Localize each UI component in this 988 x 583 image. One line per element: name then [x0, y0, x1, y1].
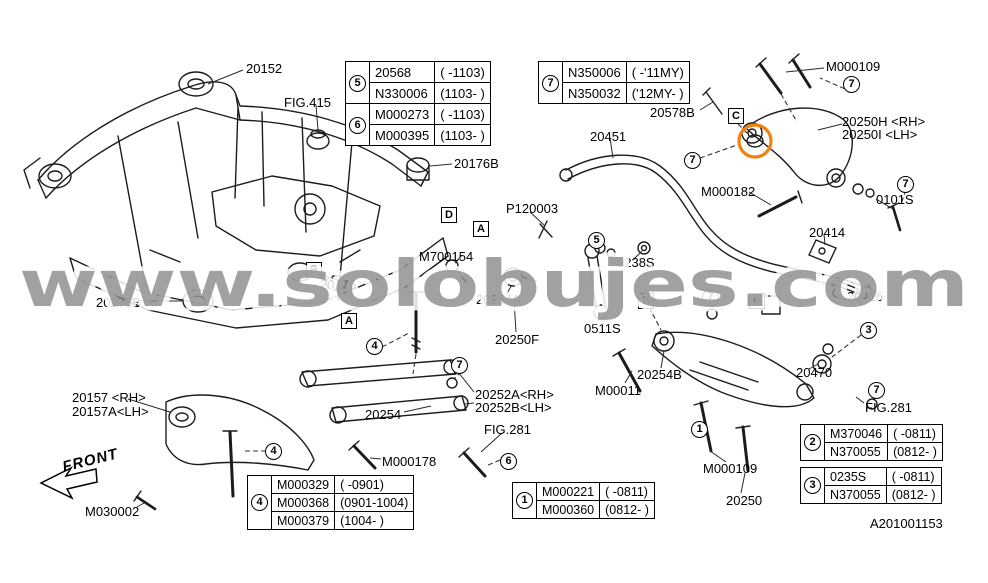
callout-5: 5 — [349, 74, 366, 92]
front-arrow — [39, 466, 98, 500]
ref-box-c: C — [728, 108, 744, 124]
part-number: M000273 — [368, 103, 436, 125]
part-label-fig281-mid: FIG.281 — [484, 422, 531, 437]
date-range: ('12MY- ) — [625, 82, 690, 104]
part-label-p120003: P120003 — [506, 201, 559, 216]
part-number: 20568 — [368, 61, 436, 83]
part-label-m000182: M000182 — [701, 184, 756, 199]
callout-7: 7 — [897, 176, 914, 193]
part-label-20470: 20470 — [796, 365, 833, 380]
part-label-fig415: FIG.415 — [284, 95, 331, 110]
part-label-20252a: 20252A<RH> — [475, 387, 554, 402]
part-number: M000329 — [270, 475, 336, 494]
date-range: (1004- ) — [334, 511, 415, 530]
part-label-m700154: M700154 — [419, 249, 474, 264]
date-range: (0812- ) — [885, 485, 942, 504]
callout-7: 7 — [868, 382, 885, 399]
part-label-m000109-bottom: M000109 — [703, 461, 758, 476]
callout-3: 3 — [860, 322, 877, 339]
part-label-m030002: M030002 — [85, 504, 140, 519]
parts-table-bottom-right-upper: 2 M370046 ( -0811) N370055 (0812- ) — [800, 424, 943, 461]
part-label-0101s: 0101S — [876, 192, 914, 207]
part-number: M000379 — [270, 511, 336, 530]
date-range: (0812- ) — [887, 442, 943, 461]
callout-7: 7 — [702, 289, 719, 306]
parts-table-top-right: 7 N350006 ( -'11MY) N350032 ('12MY- ) — [538, 61, 690, 104]
part-label-20254: 20254 — [365, 407, 402, 422]
date-range: (0901-1004) — [334, 493, 415, 512]
date-range: ( -0901) — [334, 475, 415, 494]
part-number: M000395 — [368, 124, 436, 146]
part-label-20176b-right: 20176B — [454, 156, 499, 171]
ref-box-a: A — [473, 221, 489, 237]
part-number: N350006 — [562, 61, 627, 83]
part-label-20451: 20451 — [590, 129, 627, 144]
ref-box-d: D — [749, 293, 765, 309]
date-range: (0812- ) — [599, 500, 655, 519]
callout-4: 4 — [251, 494, 268, 511]
part-label-m000109-top: M000109 — [826, 59, 881, 74]
ref-box-b: B — [306, 262, 322, 278]
ref-box-b: B — [638, 293, 654, 309]
parts-table-bottom-right-lower: 3 0235S ( -0811) N370055 (0812- ) — [800, 467, 942, 504]
part-label-20416: 20416 — [847, 289, 884, 304]
date-range: ( -0811) — [599, 482, 655, 501]
date-range: (1103- ) — [434, 82, 491, 104]
part-label-0511s: 0511S — [584, 321, 621, 336]
part-label-20254b: 20254B — [637, 367, 682, 382]
parts-table-top-left: 5 20568 ( -1103) N330006 (1103- ) 6 M000… — [345, 61, 491, 146]
part-label-20157a: 20157A<LH> — [72, 404, 149, 419]
part-label-20176: 20176 — [320, 277, 357, 292]
date-range: (1103- ) — [434, 124, 491, 146]
part-label-20250i: 20250I <LH> — [842, 127, 918, 142]
part-label-20252b: 20252B<LH> — [475, 400, 552, 415]
part-number: M000368 — [270, 493, 336, 512]
callout-7: 7 — [843, 76, 860, 93]
parts-table-bottom-left: 4 M000329 ( -0901) M000368 (0901-1004) M… — [247, 475, 415, 530]
part-label-20250f: 20250F — [495, 332, 540, 347]
callout-2: 2 — [804, 434, 821, 451]
part-label-20254a: 20254A — [476, 292, 521, 307]
part-label-0238s: 0238S — [617, 255, 655, 270]
document-code: A201001153 — [870, 516, 943, 531]
date-range: ( -1103) — [434, 103, 491, 125]
part-label-m00011: M00011 — [595, 383, 642, 398]
part-number: N350032 — [562, 82, 627, 104]
part-label-20250: 20250 — [726, 493, 763, 508]
part-label-m000178: M000178 — [382, 454, 437, 469]
date-range: ( -0811) — [887, 424, 943, 443]
callout-1: 1 — [516, 492, 533, 509]
part-number: N370055 — [823, 442, 889, 461]
part-label-20578b: 20578B — [650, 105, 695, 120]
part-label-20414: 20414 — [809, 225, 846, 240]
ref-box-a: A — [341, 313, 357, 329]
highlight-circle — [737, 123, 773, 159]
part-label-20152: 20152 — [246, 61, 283, 76]
part-number: M000221 — [535, 482, 601, 501]
part-number: 0235S — [824, 467, 887, 486]
part-label-fig281-right: FIG.281 — [865, 400, 912, 415]
callout-7: 7 — [542, 74, 559, 92]
callout-7: 7 — [684, 152, 701, 169]
parts-table-bottom-middle: 1 M000221 ( -0811) M000360 (0812- ) — [512, 482, 655, 519]
date-range: ( -'11MY) — [625, 61, 690, 83]
callout-5: 5 — [588, 232, 605, 249]
date-range: ( -0811) — [885, 467, 942, 486]
part-number: M000360 — [535, 500, 601, 519]
callout-4: 4 — [265, 443, 282, 460]
callout-3: 3 — [804, 477, 821, 494]
callout-6: 6 — [349, 116, 366, 134]
part-label-20176b-left: 20176B — [96, 295, 141, 310]
callout-6: 6 — [500, 453, 517, 470]
callout-7: 7 — [451, 357, 468, 374]
callout-4: 4 — [366, 338, 383, 355]
callout-1: 1 — [691, 421, 708, 438]
part-number: N330006 — [368, 82, 436, 104]
date-range: ( -1103) — [434, 61, 491, 83]
part-number: N370055 — [824, 485, 887, 504]
part-label-20157: 20157 <RH> — [72, 390, 146, 405]
ref-box-d: D — [441, 207, 457, 223]
part-label-20250h: 20250H <RH> — [842, 114, 926, 129]
part-number: M370046 — [823, 424, 889, 443]
